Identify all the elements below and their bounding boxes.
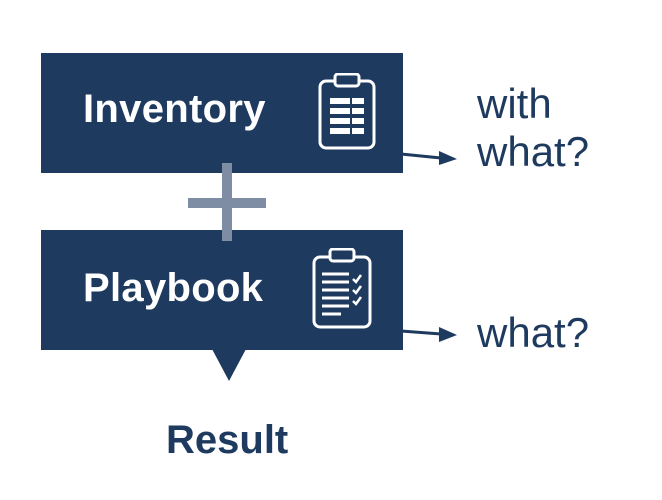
result-pointer [212,349,246,381]
inventory-arrow [400,151,457,165]
playbook-label: Playbook [83,266,264,310]
clipboard-list-icon [318,73,376,150]
inventory-box: Inventory [41,53,403,173]
playbook-question: what? [477,309,590,356]
inventory-question-line2: what? [477,128,590,175]
clipboard-checklist-icon [312,248,372,329]
inventory-label: Inventory [83,87,266,131]
playbook-arrow [400,327,457,342]
inventory-question-line1: with [477,80,552,127]
inventory-question: with what? [477,80,589,176]
playbook-box: Playbook [41,230,403,350]
plus-sign-horizontal [188,198,266,208]
result-label: Result [166,418,289,462]
